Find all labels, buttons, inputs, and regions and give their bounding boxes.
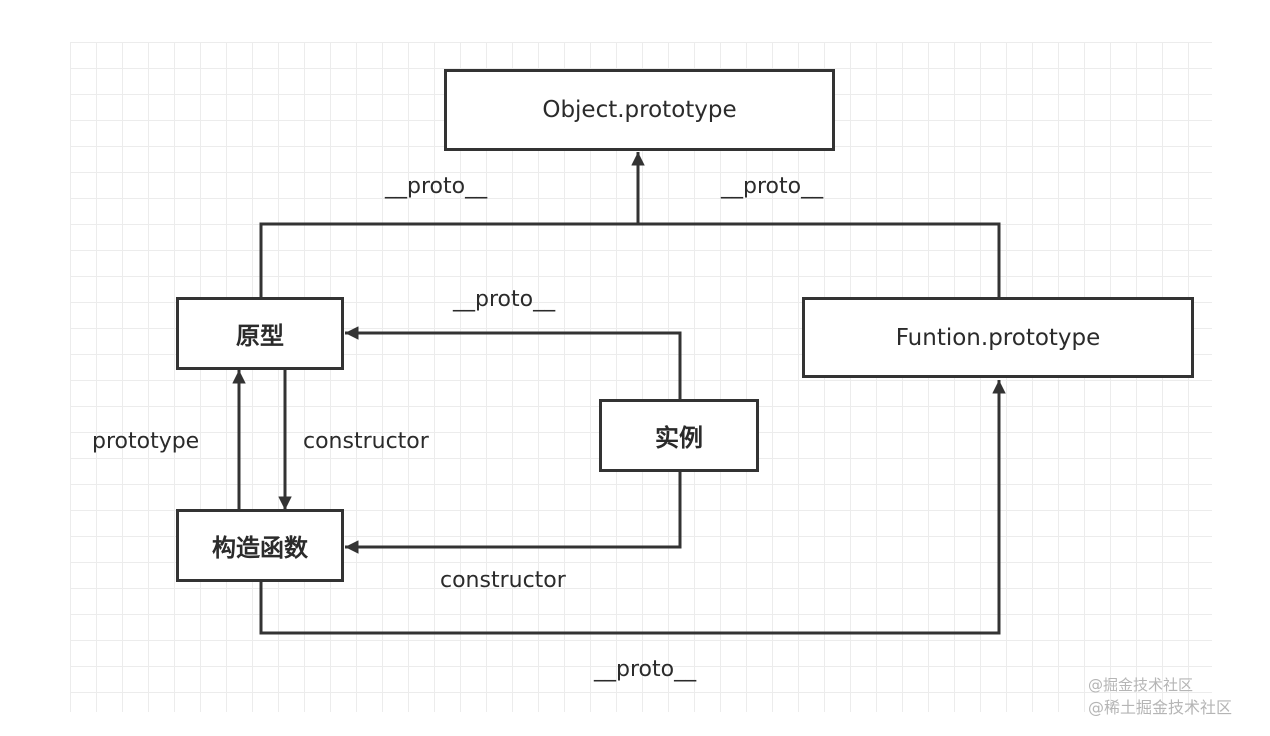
node-instance: 实例 [599, 399, 759, 472]
edge-label-constructor-prototype: constructor [303, 429, 429, 454]
edge-label-proto-instance: __proto__ [453, 287, 556, 312]
node-function-prototype: Funtion.prototype [802, 297, 1194, 378]
node-label: Funtion.prototype [895, 324, 1101, 351]
edge-prototype-to-object-proto [259, 222, 1001, 298]
node-label: 构造函数 [212, 534, 308, 562]
node-label: 实例 [655, 424, 703, 452]
node-label: 原型 [236, 322, 284, 350]
edge-label-prototype: prototype [92, 429, 200, 454]
edge-instance-to-fn [345, 472, 682, 554]
edge-instance-to-prototype [345, 326, 682, 400]
watermark-line-2: @稀土掘金技术社区 [1088, 698, 1233, 717]
node-constructor-function: 构造函数 [176, 509, 344, 582]
edge-label-proto-right-top: __proto__ [721, 174, 824, 199]
edge-label-proto-bottom: __proto__ [594, 657, 697, 682]
edge-label-proto-left-top: __proto__ [385, 174, 488, 199]
node-prototype: 原型 [176, 297, 344, 370]
watermark-line-1: @掘金技术社区 [1088, 676, 1194, 694]
node-label: Object.prototype [542, 97, 737, 123]
node-object-prototype: Object.prototype [444, 69, 835, 151]
edge-label-constructor-instance: constructor [440, 568, 566, 593]
edge-fn-to-function-proto [259, 380, 1006, 635]
